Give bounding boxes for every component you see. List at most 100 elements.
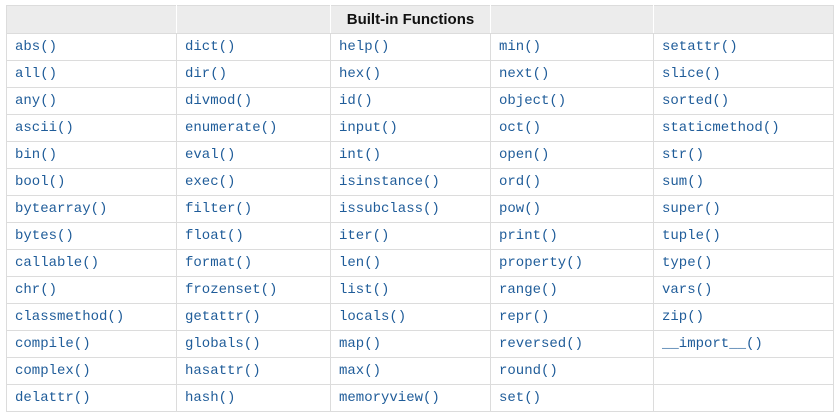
function-link[interactable]: map() — [339, 336, 382, 352]
function-cell: help() — [330, 33, 491, 61]
function-link[interactable]: sorted() — [662, 93, 730, 109]
function-cell: zip() — [653, 303, 834, 331]
function-link[interactable]: tuple() — [662, 228, 721, 244]
function-link[interactable]: setattr() — [662, 39, 738, 55]
function-link[interactable]: delattr() — [15, 390, 91, 406]
function-link[interactable]: property() — [499, 255, 584, 271]
function-link[interactable]: hex() — [339, 66, 382, 82]
function-link[interactable]: hash() — [185, 390, 236, 406]
table-row: chr() frozenset() list() range() vars() — [6, 276, 834, 304]
table-row: abs() dict() help() min() setattr() — [6, 33, 834, 61]
function-link[interactable]: dir() — [185, 66, 228, 82]
function-cell: list() — [330, 276, 491, 304]
function-cell: super() — [653, 195, 834, 223]
function-link[interactable]: repr() — [499, 309, 550, 325]
function-link[interactable]: all() — [15, 66, 58, 82]
function-cell: ord() — [490, 168, 654, 196]
function-link[interactable]: open() — [499, 147, 550, 163]
function-cell: pow() — [490, 195, 654, 223]
function-cell: dict() — [176, 33, 331, 61]
function-link[interactable]: super() — [662, 201, 721, 217]
function-cell: tuple() — [653, 222, 834, 250]
table-row: delattr() hash() memoryview() set() — [6, 384, 834, 412]
function-link[interactable]: object() — [499, 93, 567, 109]
function-link[interactable]: float() — [185, 228, 244, 244]
header-cell-empty — [6, 5, 177, 34]
table-title: Built-in Functions — [330, 5, 491, 34]
function-cell: ascii() — [6, 114, 177, 142]
function-link[interactable]: id() — [339, 93, 373, 109]
function-cell: callable() — [6, 249, 177, 277]
function-cell: exec() — [176, 168, 331, 196]
function-link[interactable]: max() — [339, 363, 382, 379]
function-link[interactable]: zip() — [662, 309, 705, 325]
function-cell: all() — [6, 60, 177, 88]
function-link[interactable]: iter() — [339, 228, 390, 244]
function-link[interactable]: isinstance() — [339, 174, 440, 190]
function-link[interactable]: exec() — [185, 174, 236, 190]
function-cell: id() — [330, 87, 491, 115]
function-link[interactable]: enumerate() — [185, 120, 278, 136]
function-link[interactable]: min() — [499, 39, 542, 55]
function-link[interactable]: any() — [15, 93, 58, 109]
function-cell: print() — [490, 222, 654, 250]
function-link[interactable]: issubclass() — [339, 201, 440, 217]
function-link[interactable]: sum() — [662, 174, 705, 190]
function-cell: chr() — [6, 276, 177, 304]
function-link[interactable]: chr() — [15, 282, 58, 298]
table-body: abs() dict() help() min() setattr() all() dir(… — [6, 33, 834, 412]
function-link[interactable]: filter() — [185, 201, 253, 217]
function-link[interactable]: __import__() — [662, 336, 763, 352]
function-link[interactable]: hasattr() — [185, 363, 261, 379]
function-link[interactable]: bool() — [15, 174, 66, 190]
table-row: ascii() enumerate() input() oct() staticmeth… — [6, 114, 834, 142]
function-link[interactable]: slice() — [662, 66, 721, 82]
function-link[interactable]: list() — [339, 282, 390, 298]
function-cell: any() — [6, 87, 177, 115]
table-row: bytearray() filter() issubclass() pow() supe… — [6, 195, 834, 223]
table-row: bin() eval() int() open() str() — [6, 141, 834, 169]
function-link[interactable]: round() — [499, 363, 558, 379]
function-link[interactable]: dict() — [185, 39, 236, 55]
function-link[interactable]: format() — [185, 255, 253, 271]
function-cell: enumerate() — [176, 114, 331, 142]
function-link[interactable]: getattr() — [185, 309, 261, 325]
function-link[interactable]: frozenset() — [185, 282, 278, 298]
function-cell: min() — [490, 33, 654, 61]
function-link[interactable]: reversed() — [499, 336, 584, 352]
table-row: bytes() float() iter() print() tuple() — [6, 222, 834, 250]
function-link[interactable]: eval() — [185, 147, 236, 163]
function-link[interactable]: bytes() — [15, 228, 74, 244]
function-link[interactable]: input() — [339, 120, 398, 136]
function-link[interactable]: callable() — [15, 255, 100, 271]
function-link[interactable]: memoryview() — [339, 390, 440, 406]
function-link[interactable]: oct() — [499, 120, 542, 136]
function-link[interactable]: vars() — [662, 282, 713, 298]
function-link[interactable]: int() — [339, 147, 382, 163]
function-link[interactable]: help() — [339, 39, 390, 55]
table-row: callable() format() len() property() type() — [6, 249, 834, 277]
function-link[interactable]: ascii() — [15, 120, 74, 136]
function-cell: eval() — [176, 141, 331, 169]
function-link[interactable]: complex() — [15, 363, 91, 379]
function-link[interactable]: abs() — [15, 39, 58, 55]
function-link[interactable]: divmod() — [185, 93, 253, 109]
function-link[interactable]: range() — [499, 282, 558, 298]
function-link[interactable]: locals() — [339, 309, 407, 325]
function-link[interactable]: pow() — [499, 201, 542, 217]
function-link[interactable]: len() — [339, 255, 382, 271]
function-link[interactable]: bytearray() — [15, 201, 108, 217]
function-link[interactable]: next() — [499, 66, 550, 82]
function-link[interactable]: ord() — [499, 174, 542, 190]
function-cell: issubclass() — [330, 195, 491, 223]
function-link[interactable]: print() — [499, 228, 558, 244]
function-link[interactable]: compile() — [15, 336, 91, 352]
function-link[interactable]: set() — [499, 390, 542, 406]
function-link[interactable]: globals() — [185, 336, 261, 352]
function-link[interactable]: classmethod() — [15, 309, 125, 325]
function-cell: set() — [490, 384, 654, 412]
function-link[interactable]: bin() — [15, 147, 58, 163]
function-link[interactable]: str() — [662, 147, 705, 163]
function-link[interactable]: type() — [662, 255, 713, 271]
function-link[interactable]: staticmethod() — [662, 120, 780, 136]
